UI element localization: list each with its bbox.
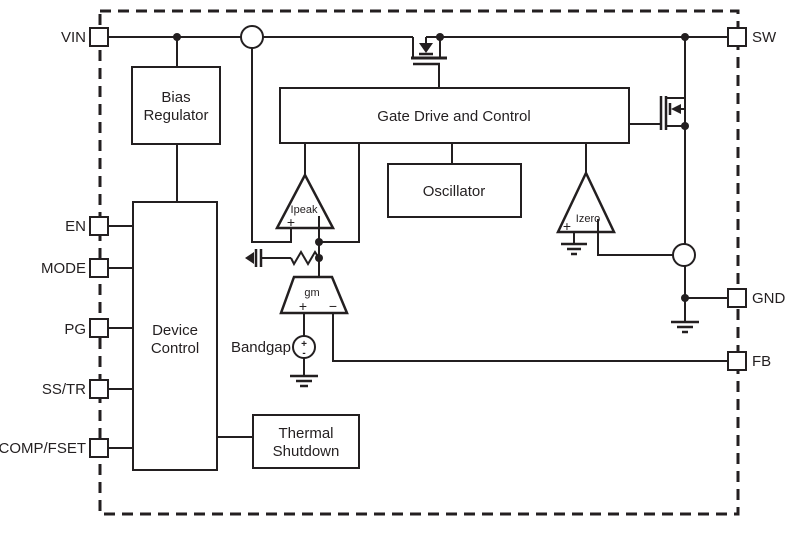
pin-square-sstr bbox=[89, 379, 109, 399]
wire-gm-minus-fb bbox=[332, 313, 728, 362]
compensation-network bbox=[245, 249, 320, 267]
nmos-switch-symbol bbox=[629, 96, 685, 130]
block-bias-regulator bbox=[131, 66, 221, 145]
body-diode-icon bbox=[671, 104, 681, 114]
bandgap-label: Bandgap bbox=[231, 339, 291, 356]
comparator-izero bbox=[556, 170, 616, 234]
block-device-control bbox=[132, 201, 218, 471]
pin-square-pg bbox=[89, 318, 109, 338]
bandgap-minus: - bbox=[302, 348, 305, 359]
izero-plus: + bbox=[563, 218, 571, 234]
compensation-resistor-icon bbox=[290, 250, 320, 267]
oscillator-label: Oscillator bbox=[423, 183, 486, 200]
wire-izero-minus bbox=[597, 219, 673, 256]
pin-label-en: EN bbox=[65, 218, 86, 235]
current-sense-icon-vin bbox=[240, 25, 264, 49]
izero-label: Izero bbox=[576, 213, 600, 225]
thermal-shutdown-label-1: Thermal bbox=[278, 425, 333, 442]
pin-square-en bbox=[89, 216, 109, 236]
pin-label-compfset: COMP/FSET bbox=[0, 440, 86, 457]
gm-plus: + bbox=[299, 298, 307, 314]
block-thermal-shutdown bbox=[252, 414, 360, 469]
pin-label-vin: VIN bbox=[61, 29, 86, 46]
pin-label-sstr: SS/TR bbox=[42, 381, 86, 398]
ic-boundary bbox=[98, 9, 740, 516]
device-control-label-1: Device bbox=[152, 322, 198, 339]
ground-symbol-gnd bbox=[671, 298, 699, 334]
bias-regulator-label-1: Bias bbox=[161, 89, 190, 106]
junction-dots bbox=[173, 33, 689, 302]
pin-square-vin bbox=[89, 27, 109, 47]
pin-label-pg: PG bbox=[64, 321, 86, 338]
ground-symbol-izero bbox=[561, 242, 587, 256]
block-oscillator bbox=[387, 163, 522, 218]
pin-square-gnd bbox=[727, 288, 747, 308]
gm-label: gm bbox=[304, 287, 319, 299]
pin-square-fb bbox=[727, 351, 747, 371]
ipeak-label: Ipeak bbox=[291, 204, 318, 216]
pin-label-mode: MODE bbox=[41, 260, 86, 277]
gm-minus: − bbox=[329, 298, 337, 314]
pin-label-fb: FB bbox=[752, 353, 771, 370]
ground-symbol-bandgap bbox=[290, 358, 318, 388]
pin-square-sw bbox=[727, 27, 747, 47]
arrow-left-icon bbox=[245, 252, 254, 264]
pin-label-sw: SW bbox=[752, 29, 777, 46]
pin-square-compfset bbox=[89, 438, 109, 458]
bandgap-source-icon bbox=[292, 335, 316, 359]
body-diode-icon bbox=[419, 43, 433, 53]
thermal-shutdown-label-2: Shutdown bbox=[273, 443, 340, 460]
block-gate-drive-control bbox=[279, 87, 630, 144]
bandgap-plus: + bbox=[301, 339, 307, 350]
wire-comp-feed bbox=[319, 143, 360, 243]
device-control-label-2: Control bbox=[151, 340, 199, 357]
bias-regulator-label-2: Regulator bbox=[143, 107, 208, 124]
gate-drive-label: Gate Drive and Control bbox=[377, 108, 530, 125]
pin-square-mode bbox=[89, 258, 109, 278]
comparator-ipeak bbox=[274, 172, 336, 230]
current-sense-icon-sw bbox=[672, 243, 696, 267]
pin-label-gnd: GND bbox=[752, 290, 786, 307]
pmos-rectifier-symbol bbox=[411, 37, 447, 88]
ipeak-plus: + bbox=[287, 214, 295, 230]
